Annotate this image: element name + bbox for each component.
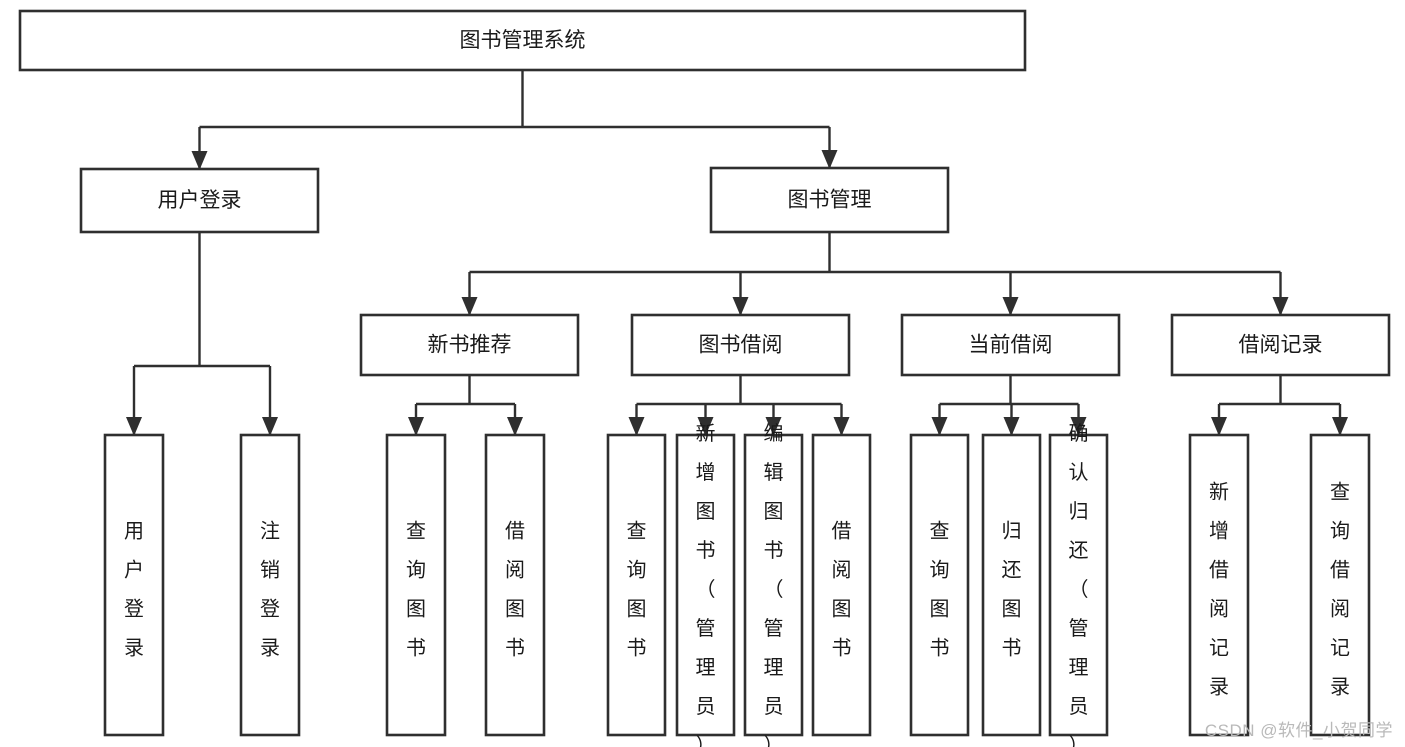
node-leaf3[interactable]: 查询图书	[385, 433, 447, 737]
arrow-head	[732, 297, 749, 316]
node-box[interactable]	[630, 313, 851, 377]
node-label-vertical: 归还图书	[1002, 519, 1022, 659]
connector-record	[1211, 375, 1348, 436]
arrow-head	[1272, 297, 1289, 316]
node-leaf11[interactable]: 确认归还（管理员）	[1048, 422, 1109, 747]
node-leaf4[interactable]: 借阅图书	[484, 433, 546, 737]
arrow-head	[461, 297, 478, 316]
node-label-vertical: 新增图书（管理员）	[696, 422, 716, 747]
connector-login	[126, 232, 278, 436]
node-label-vertical: 查询借阅记录	[1330, 480, 1350, 698]
arrow-head	[833, 417, 850, 436]
arrow-head	[408, 417, 424, 436]
connector-root	[191, 70, 838, 170]
node-box[interactable]	[484, 433, 546, 737]
node-bookmgmt[interactable]: 图书管理	[709, 166, 950, 234]
node-box[interactable]	[385, 433, 447, 737]
connector-layer	[126, 70, 1348, 436]
node-box[interactable]	[239, 433, 301, 737]
node-label-vertical: 查询图书	[930, 519, 950, 659]
connector-newbook	[408, 375, 523, 436]
node-leaf5[interactable]: 查询图书	[606, 433, 667, 737]
arrow-head	[765, 417, 782, 436]
arrow-head	[1211, 417, 1227, 436]
node-leaf6[interactable]: 新增图书（管理员）	[675, 422, 736, 747]
arrow-head	[931, 417, 948, 436]
node-box[interactable]	[359, 313, 580, 377]
node-box[interactable]	[1309, 433, 1371, 737]
node-label: 借阅记录	[1239, 334, 1323, 357]
node-box[interactable]	[1170, 313, 1391, 377]
node-layer: 图书管理系统用户登录图书管理新书推荐图书借阅当前借阅借阅记录用户登录注销登录查询…	[18, 9, 1391, 747]
node-box[interactable]	[811, 433, 872, 737]
arrow-head	[262, 417, 278, 436]
node-box[interactable]	[900, 313, 1121, 377]
node-label-vertical: 用户登录	[124, 520, 144, 659]
arrow-head	[1332, 417, 1348, 436]
arrow-head	[697, 417, 714, 436]
node-label: 图书管理系统	[460, 29, 586, 52]
node-box[interactable]	[103, 433, 165, 737]
node-label-vertical: 查询图书	[627, 519, 647, 659]
node-box[interactable]	[1048, 433, 1109, 737]
arrow-head	[821, 150, 838, 169]
node-label-vertical: 注销登录	[260, 519, 280, 659]
arrow-head	[126, 417, 142, 436]
arrow-head	[191, 151, 208, 170]
node-leaf10[interactable]: 归还图书	[981, 433, 1042, 737]
node-leaf1[interactable]: 用户登录	[103, 433, 165, 737]
connector-bookmgmt	[461, 232, 1289, 316]
node-box[interactable]	[709, 166, 950, 234]
connector-borrow	[628, 375, 850, 436]
node-box[interactable]	[909, 433, 970, 737]
node-label-vertical: 借阅图书	[505, 519, 525, 659]
node-leaf13[interactable]: 查询借阅记录	[1309, 433, 1371, 737]
node-label: 当前借阅	[969, 334, 1053, 357]
node-login[interactable]: 用户登录	[79, 167, 320, 234]
arrow-head	[1002, 297, 1019, 316]
node-leaf9[interactable]: 查询图书	[909, 433, 970, 737]
csdn-watermark: CSDN @软件_小贺同学	[1204, 721, 1393, 740]
node-label: 图书借阅	[699, 334, 783, 357]
node-box[interactable]	[981, 433, 1042, 737]
node-box[interactable]	[79, 167, 320, 234]
node-label-vertical: 借阅图书	[832, 519, 852, 659]
arrow-head	[507, 417, 523, 436]
node-leaf7[interactable]: 编辑图书（管理员）	[743, 422, 804, 747]
node-box[interactable]	[606, 433, 667, 737]
node-record[interactable]: 借阅记录	[1170, 313, 1391, 377]
node-newbook[interactable]: 新书推荐	[359, 313, 580, 377]
node-label: 用户登录	[158, 189, 242, 212]
node-box[interactable]	[18, 9, 1027, 72]
node-borrow[interactable]: 图书借阅	[630, 313, 851, 377]
node-label-vertical: 新增借阅记录	[1209, 480, 1229, 698]
node-box[interactable]	[1188, 433, 1250, 737]
node-label: 新书推荐	[428, 334, 512, 357]
connector-current	[931, 375, 1087, 436]
node-box[interactable]	[743, 433, 804, 737]
node-label-vertical: 编辑图书（管理员）	[764, 422, 784, 747]
node-leaf2[interactable]: 注销登录	[239, 433, 301, 737]
node-box[interactable]	[675, 433, 736, 737]
node-label: 图书管理	[788, 189, 872, 212]
arrow-head	[1070, 417, 1087, 436]
arrow-head	[628, 417, 645, 436]
node-label-vertical: 查询图书	[406, 519, 426, 659]
node-leaf12[interactable]: 新增借阅记录	[1188, 433, 1250, 737]
node-label-vertical: 确认归还（管理员）	[1069, 422, 1089, 747]
node-current[interactable]: 当前借阅	[900, 313, 1121, 377]
node-leaf8[interactable]: 借阅图书	[811, 433, 872, 737]
node-root[interactable]: 图书管理系统	[18, 9, 1027, 72]
arrow-head	[1003, 417, 1020, 436]
